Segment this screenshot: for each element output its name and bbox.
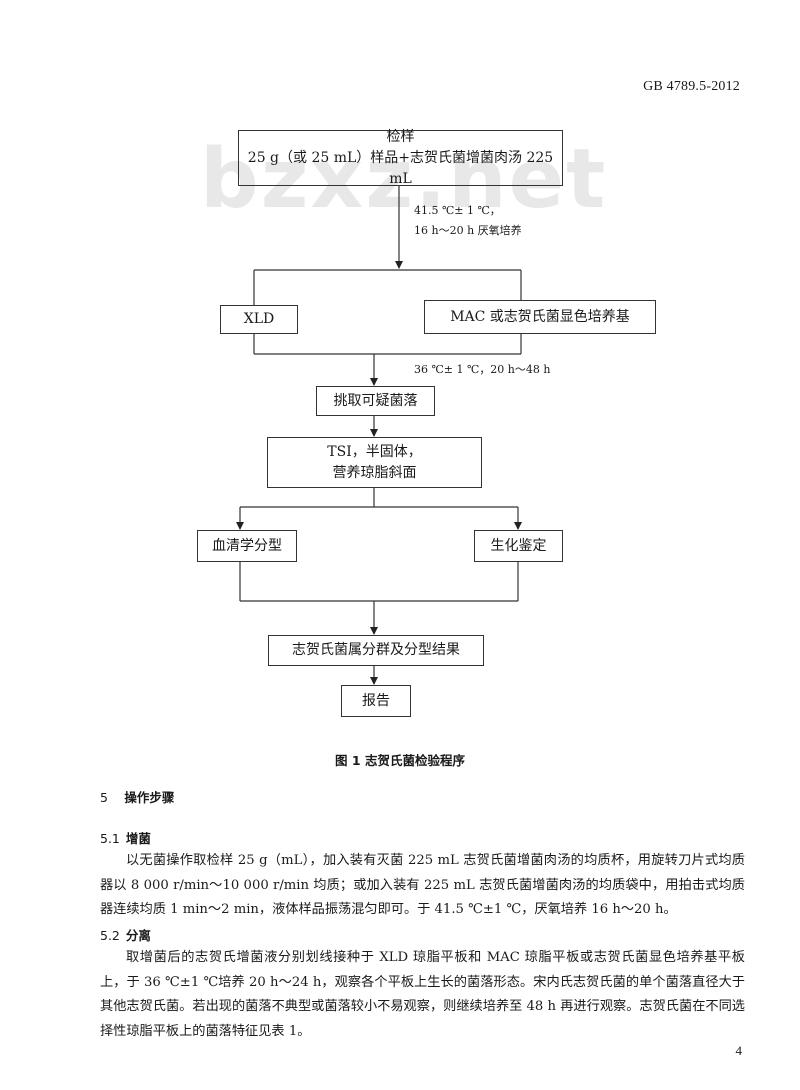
incubation-condition-1: 41.5 ℃± 1 ℃， 16 h～20 h 厌氧培养: [414, 201, 522, 241]
watermark: bzxz.net: [200, 132, 608, 227]
section-5-2-title: 分离: [125, 928, 151, 943]
section-5-2-heading: 5.2 分离: [100, 925, 151, 944]
section-5-number: 5: [100, 790, 108, 805]
report-label: 报告: [362, 692, 390, 709]
section-5-1-number: 5.1: [100, 831, 120, 846]
tsi-line1: TSI，半固体，: [327, 443, 422, 460]
biochem-label: 生化鉴定: [490, 537, 547, 554]
section-5-1-paragraph: 以无菌操作取检样 25 g（mL），加入装有灭菌 225 mL 志贺氏菌增菌肉汤…: [100, 853, 745, 917]
figure-caption: 图 1 志贺氏菌检验程序: [335, 753, 465, 768]
result-label: 志贺氏菌属分群及分型结果: [292, 642, 460, 658]
page-number: 4: [735, 1043, 743, 1058]
tsi-box: TSI，半固体， 营养琼脂斜面: [267, 437, 482, 488]
section-5-1-title: 增菌: [125, 831, 151, 846]
section-5-2-paragraph: 取增菌后的志贺氏增菌液分别划线接种于 XLD 琼脂平板和 MAC 琼脂平板或志贺…: [100, 950, 745, 1039]
tsi-line2: 营养琼脂斜面: [332, 464, 417, 481]
condition1-line1: 41.5 ℃± 1 ℃，: [414, 204, 501, 217]
section-5-1-heading: 5.1 增菌: [100, 828, 151, 847]
pick-colony-box: 挑取可疑菌落: [316, 386, 435, 416]
mac-box: MAC 或志贺氏菌显色培养基: [424, 300, 656, 334]
serology-label: 血清学分型: [212, 537, 282, 554]
sample-box-line1: 检样: [386, 128, 415, 145]
report-box: 报告: [341, 685, 411, 717]
serology-box: 血清学分型: [197, 530, 297, 562]
sample-box-line2: 25 g（或 25 mL）样品+志贺氏菌增菌肉汤 225 mL: [247, 149, 554, 187]
section-5-heading: 5 操作步骤: [100, 787, 174, 806]
section-5-title: 操作步骤: [124, 790, 175, 805]
section-5-2-number: 5.2: [100, 928, 120, 943]
condition1-line2: 16 h～20 h 厌氧培养: [414, 224, 522, 237]
xld-label: XLD: [243, 311, 275, 327]
biochem-box: 生化鉴定: [474, 530, 563, 562]
result-box: 志贺氏菌属分群及分型结果: [268, 635, 484, 666]
xld-box: XLD: [220, 305, 298, 334]
incubation-condition-2: 36 ℃± 1 ℃，20 h～48 h: [414, 363, 551, 376]
pick-colony-label: 挑取可疑菌落: [333, 392, 418, 409]
standard-number: GB 4789.5-2012: [643, 79, 740, 94]
mac-label: MAC 或志贺氏菌显色培养基: [450, 308, 630, 325]
sample-box: 检样 25 g（或 25 mL）样品+志贺氏菌增菌肉汤 225 mL: [238, 128, 563, 187]
